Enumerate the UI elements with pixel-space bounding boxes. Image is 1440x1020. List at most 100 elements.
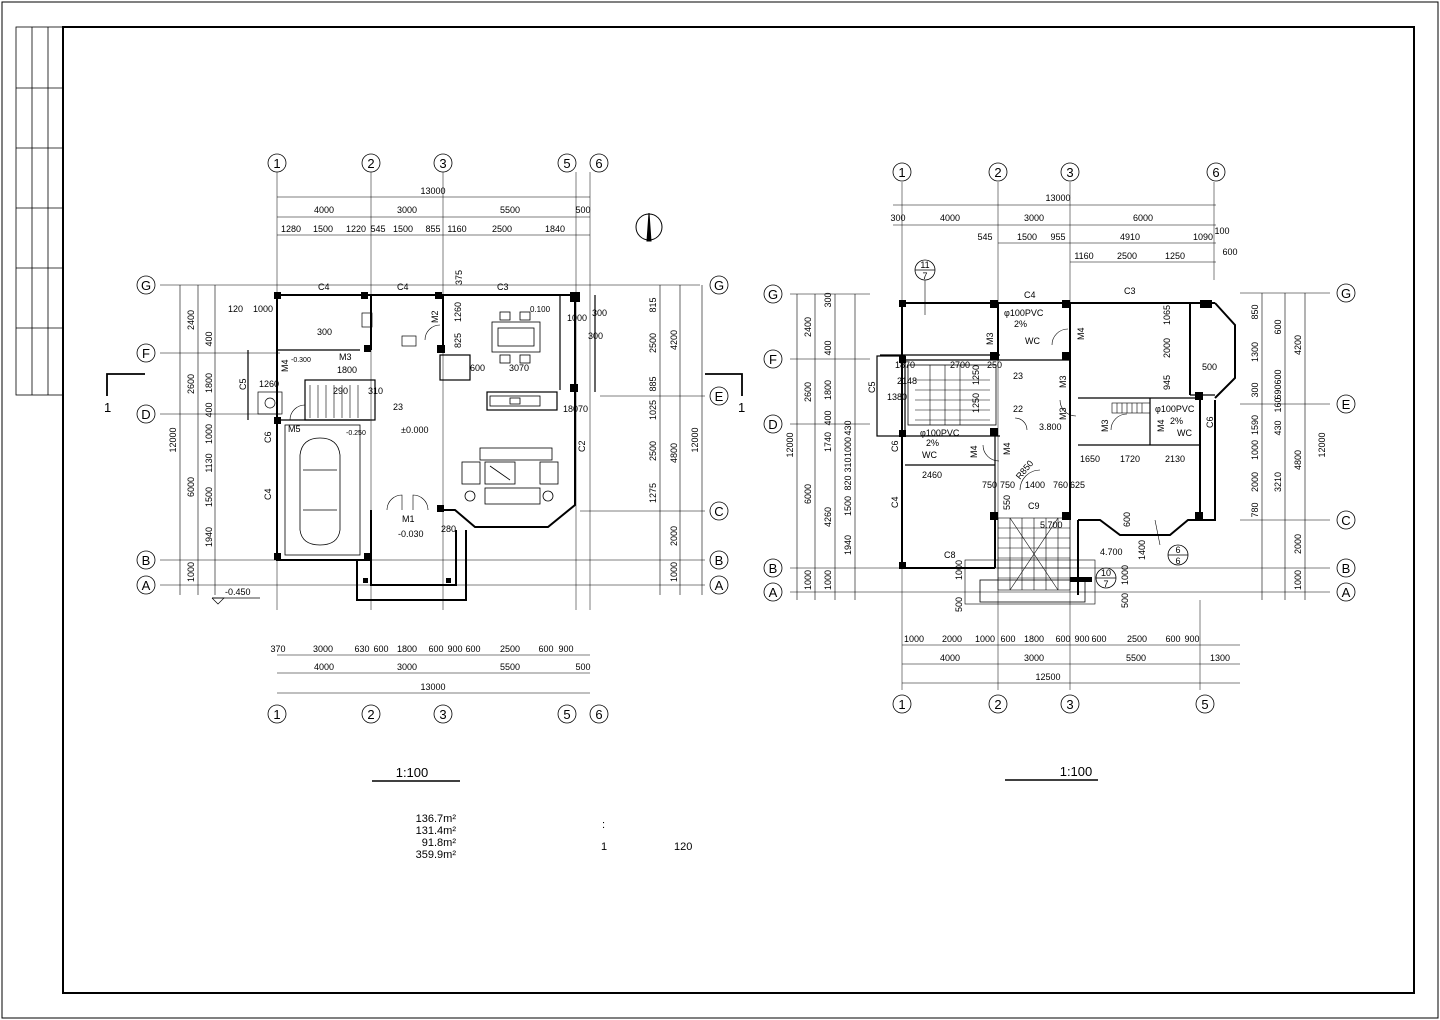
dim-top-mid-2: 5500 — [500, 205, 520, 215]
r-dim-right-mid-3: 1000 — [1293, 570, 1303, 590]
r-dim-top-mid-3: 6000 — [1133, 213, 1153, 223]
detail-refs-right: 11 7 6 6 10 7 — [920, 260, 1180, 589]
r-pvc-2: φ100PVC — [1155, 404, 1195, 414]
dim-left-total: 12000 — [168, 427, 178, 452]
car-icon — [299, 437, 341, 546]
axis-G-right: G — [714, 278, 724, 293]
r-level-5700: 5.700 — [1040, 520, 1063, 530]
detail-10-bottom: 7 — [1103, 579, 1108, 589]
dim-top-det-3: 545 — [370, 224, 385, 234]
r-axis-2-bottom: 2 — [994, 697, 1001, 712]
r-dim-600: 600 — [1122, 512, 1132, 527]
dim-bot-det-8: 2500 — [500, 644, 520, 654]
window-c4-a: C4 — [318, 282, 330, 292]
grid-lines-right — [790, 182, 1330, 690]
r-dim-left-mid-3: 1000 — [803, 570, 813, 590]
axis-A-right: A — [715, 578, 724, 593]
r-dim-bot-det-5: 600 — [1055, 634, 1070, 644]
grid-lines-left — [160, 172, 705, 610]
dim-left-det-2: 400 — [204, 402, 214, 417]
r-dim-right-mid-0: 4200 — [1293, 335, 1303, 355]
r-dim-top-det-4: 1090 — [1193, 232, 1213, 242]
section-mark-left — [106, 373, 743, 396]
r-dim-1000b: 1000 — [954, 560, 964, 580]
r-dim-1720: 1720 — [1120, 454, 1140, 464]
r-dim-top-det-1: 1500 — [1017, 232, 1037, 242]
area-total: 359.9m² — [416, 849, 457, 861]
room-labels-right: C4 C3 C5 C6 C6 C4 C8 C9 M3 M3 M3 M3 M4 M… — [867, 286, 1217, 612]
r-dim-top-det2-3: 600 — [1222, 247, 1237, 257]
r-dim-right-det2-1: 600 — [1273, 369, 1283, 384]
r-radius: R850 — [1014, 458, 1035, 481]
r-dim-bot-det-6: 900 — [1074, 634, 1089, 644]
r-dim-bot-total: 12500 — [1035, 672, 1060, 682]
dim-lines-left-left — [179, 285, 216, 595]
stairs-right — [997, 517, 1071, 591]
scale-label-left: 1:100 — [396, 765, 429, 780]
level-m0450: -0.450 — [225, 587, 251, 597]
r-dim-bot-det-7: 600 — [1091, 634, 1106, 644]
axis-5-top: 5 — [563, 156, 570, 171]
dim-text-left: 13000 4000 3000 5500 500 1280 1500 1220 … — [270, 186, 590, 692]
r-dim-left-det-4: 1740 — [823, 432, 833, 452]
area-floor-1: 136.7m² — [416, 813, 457, 825]
dim-375: 375 — [454, 270, 464, 285]
sofa-set-icon — [461, 447, 559, 505]
r-dim-right-det-4: 3210 — [1273, 472, 1283, 492]
window-c3: C3 — [497, 282, 509, 292]
r-window-c8: C8 — [944, 550, 956, 560]
level-m0030: -0.030 — [398, 529, 424, 539]
dim-lines-bottom-right — [902, 644, 1240, 684]
r-pvc-3: φ100PVC — [920, 428, 960, 438]
r-dim-2000: 2000 — [1162, 338, 1172, 358]
dim-left-det-3: 1000 — [204, 424, 214, 444]
dim-right-total: 12000 — [690, 427, 700, 452]
dim-lines-top-left — [277, 196, 590, 236]
r-level-4700: 4.700 — [1100, 547, 1123, 557]
axis-A-left: A — [142, 578, 151, 593]
dim-left-det-6: 1940 — [204, 527, 214, 547]
r-dim-left-det2-2: 310 — [843, 457, 853, 472]
r-dim-right-det-2: 300 — [1250, 382, 1260, 397]
dim-top-det-6: 1160 — [447, 224, 466, 234]
r-axis-2-top: 2 — [994, 165, 1001, 180]
r-slope-1: 2% — [1014, 319, 1027, 329]
dim-right-det-1: 2500 — [648, 333, 658, 353]
dim-lines-right-right — [1261, 293, 1306, 600]
r-dim-right-mid-2: 2000 — [1293, 534, 1303, 554]
axis-C-right: C — [714, 504, 723, 519]
axis-bubbles-left — [136, 153, 729, 724]
r-dim-2460: 2460 — [922, 470, 942, 480]
r-door-m3-d: M3 — [1100, 419, 1110, 432]
r-dim-right-det2-4: 1000 — [1250, 440, 1260, 460]
axis-3-top: 3 — [439, 156, 446, 171]
dim-bot-mid-0: 4000 — [314, 662, 334, 672]
r-pvc-1: φ100PVC — [1004, 308, 1044, 318]
r-axis-A-right: A — [1342, 585, 1351, 600]
r-dim-right-det2-5: 430 — [1273, 420, 1283, 435]
area-summary: 136.7m² 131.4m² 91.8m² 359.9m² — [416, 813, 457, 861]
axis-2-bottom: 2 — [367, 707, 374, 722]
walls-right — [901, 302, 1236, 595]
r-dim-top-det2-2: 1250 — [1165, 251, 1185, 261]
title-strip — [15, 26, 64, 396]
dim-top-det-4: 1500 — [393, 224, 413, 234]
dim-lines-bottom-left — [277, 654, 590, 694]
dim-vertical-right: 12000 2400 2600 6000 1000 300 400 1800 4… — [785, 292, 1327, 590]
r-dim-top-mid-1: 4000 — [940, 213, 960, 223]
dim-left-mid-3: 1000 — [186, 562, 196, 582]
r-axis-1-bottom: 1 — [898, 697, 905, 712]
window-c2: C2 — [577, 440, 587, 452]
level-0000: ±0.000 — [401, 425, 428, 435]
r-dim-top-total: 13000 — [1045, 193, 1070, 203]
dim-top-mid-3: 500 — [575, 205, 590, 215]
dim-vertical-left: 12000 2400 2600 6000 1000 400 1800 400 1… — [168, 297, 700, 582]
r-wc-3: WC — [922, 450, 937, 460]
dim-top-mid-1: 3000 — [397, 205, 417, 215]
r-door-m4-b: M4 — [1156, 419, 1166, 432]
detail-6-top: 6 — [1175, 545, 1180, 555]
dim-120: 120 — [228, 304, 243, 314]
r-dim-top-mid-0: 300 — [890, 213, 905, 223]
columns-right — [899, 300, 1212, 582]
